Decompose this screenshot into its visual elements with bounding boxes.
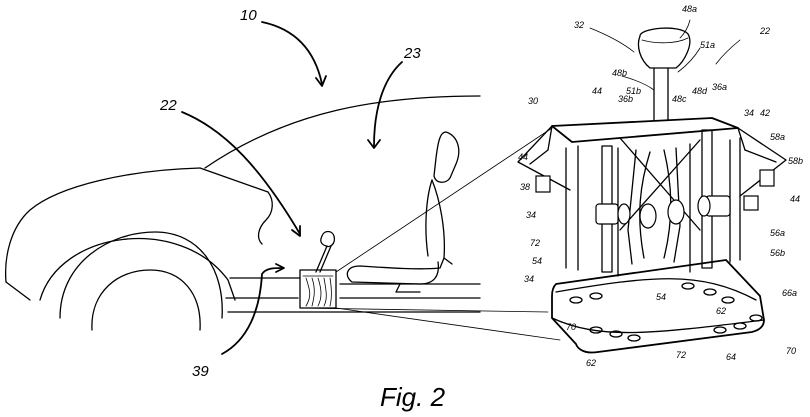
- label-34-top: 34: [744, 108, 754, 118]
- label-34-left: 34: [526, 210, 536, 220]
- label-70-right: 70: [786, 346, 796, 356]
- label-34-bottom: 34: [524, 274, 534, 284]
- label-shifter-assembly: 22: [159, 97, 177, 114]
- leader-lines: [181, 19, 741, 355]
- label-62-right: 62: [716, 306, 726, 316]
- label-38: 38: [520, 182, 530, 192]
- label-42: 42: [760, 108, 770, 118]
- label-48b: 48b: [612, 68, 627, 78]
- label-72-left: 72: [530, 238, 540, 248]
- shifter-detail-drawing: [517, 27, 787, 354]
- label-66a: 66a: [782, 288, 797, 298]
- label-36b: 36b: [618, 94, 633, 104]
- label-58a: 58a: [770, 132, 785, 142]
- label-30: 30: [528, 96, 538, 106]
- vehicle-drawing: [4, 95, 481, 331]
- label-48a: 48a: [682, 4, 697, 14]
- label-54-center: 54: [656, 292, 666, 302]
- projection-lines: [299, 127, 561, 341]
- label-36a: 36a: [712, 82, 727, 92]
- label-51b: 51b: [626, 86, 641, 96]
- label-mount: 39: [192, 363, 209, 380]
- label-56a: 56a: [770, 228, 785, 238]
- label-22: 22: [759, 26, 770, 36]
- label-62-bottom: 62: [586, 358, 596, 368]
- label-vehicle: 10: [240, 7, 257, 24]
- label-70-left: 70: [566, 322, 576, 332]
- label-72-bottom: 72: [676, 350, 686, 360]
- label-32: 32: [574, 20, 584, 30]
- label-51a: 51a: [700, 40, 715, 50]
- label-56b: 56b: [770, 248, 785, 258]
- label-54-left: 54: [532, 256, 542, 266]
- figure-caption: Fig. 2: [380, 382, 446, 412]
- label-58b: 58b: [788, 156, 803, 166]
- label-44-right: 44: [790, 194, 800, 204]
- labels: 10 23 22 39 32 48a 22 51a 48b 30 44 36b …: [159, 4, 803, 412]
- label-48d: 48d: [692, 86, 708, 96]
- label-cabin: 23: [403, 45, 421, 62]
- label-44-left: 44: [518, 152, 528, 162]
- label-64: 64: [726, 352, 736, 362]
- label-48c: 48c: [672, 94, 687, 104]
- label-44-top: 44: [592, 86, 602, 96]
